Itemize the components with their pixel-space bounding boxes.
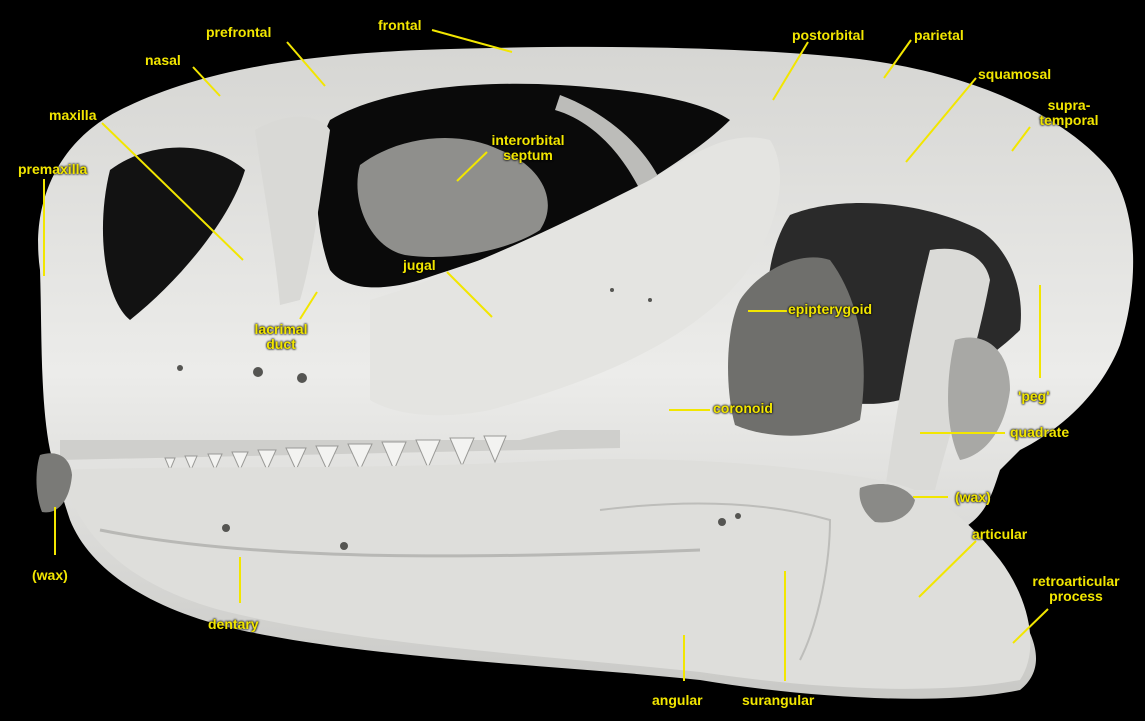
label-maxilla: maxilla: [49, 108, 96, 123]
label-dentary: dentary: [208, 617, 259, 632]
label-lacrimal-line1: lacrimal: [250, 322, 312, 337]
label-quadrate: quadrate: [1010, 425, 1069, 440]
label-premaxilla: premaxilla: [18, 162, 87, 177]
label-coronoid: coronoid: [713, 401, 773, 416]
label-wax-right: (wax): [955, 490, 991, 505]
label-epipterygoid: epipterygoid: [788, 302, 872, 317]
label-lacrimal-duct: lacrimal duct: [250, 322, 312, 352]
label-articular: articular: [972, 527, 1027, 542]
label-nasal: nasal: [145, 53, 181, 68]
label-retroarticular-line1: retroarticular: [1020, 574, 1132, 589]
label-surangular: surangular: [742, 693, 814, 708]
label-retroarticular-process: retroarticular process: [1020, 574, 1132, 604]
label-lacrimal-line2: duct: [250, 337, 312, 352]
label-squamosal: squamosal: [978, 67, 1051, 82]
label-interorbital-line2: septum: [484, 148, 572, 163]
label-frontal: frontal: [378, 18, 422, 33]
label-parietal: parietal: [914, 28, 964, 43]
label-angular: angular: [652, 693, 703, 708]
label-interorbital-septum: interorbital septum: [484, 133, 572, 163]
label-interorbital-line1: interorbital: [484, 133, 572, 148]
label-jugal: jugal: [403, 258, 436, 273]
label-retroarticular-line2: process: [1020, 589, 1132, 604]
label-supratemporal-line2: temporal: [1030, 113, 1108, 128]
label-peg: 'peg': [1018, 389, 1050, 404]
label-supratemporal: supra- temporal: [1030, 98, 1108, 128]
label-supratemporal-line1: supra-: [1030, 98, 1108, 113]
label-wax-left: (wax): [32, 568, 68, 583]
label-postorbital: postorbital: [792, 28, 864, 43]
label-prefrontal: prefrontal: [206, 25, 271, 40]
